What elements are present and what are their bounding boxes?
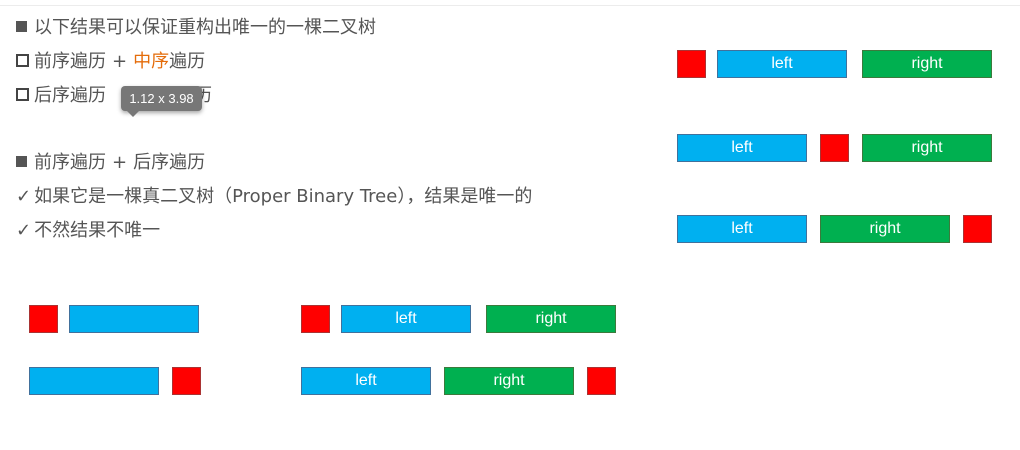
right-subtree-block: right [444,367,574,395]
right-subtree-block: right [862,134,992,162]
right-subtree-block: right [486,305,616,333]
hollow-square-bullet-icon [16,88,29,101]
heading-text: 以下结果可以保证重构出唯一的一棵二叉树 [34,17,376,38]
left-subtree-block: left [717,50,847,78]
plus-sign: + [112,152,128,173]
left-subtree-block: left [677,215,807,243]
left-subtree-block: left [677,134,807,162]
top-divider [0,5,1020,6]
pre-in-line: 前序遍历 +中序遍历 [16,50,205,74]
root-block [820,134,849,162]
subtree-block [69,305,199,333]
root-block [963,215,992,243]
right-subtree-block: right [820,215,950,243]
traversal-label: 遍历 [169,51,206,72]
hollow-square-bullet-icon [16,54,29,67]
right-subtree-block: right [862,50,992,78]
square-bullet-icon [16,156,27,167]
left-subtree-block: left [301,367,431,395]
postorder-label: 后序遍历 [34,85,106,106]
root-block [587,367,616,395]
preorder-label: 前序遍历 [34,152,106,173]
check-icon: ✓ [16,186,32,207]
check-icon: ✓ [16,220,32,241]
root-block [29,305,58,333]
plus-sign: + [112,51,128,72]
subtree-block [29,367,159,395]
proper-tree-line: ✓如果它是一棵真二叉树（Proper Binary Tree），结果是唯一的 [16,185,532,209]
preorder-label: 前序遍历 [34,51,106,72]
root-block [677,50,706,78]
not-unique-line: ✓不然结果不唯一 [16,219,160,243]
postorder-label: 后序遍历 [133,152,206,173]
not-unique-text: 不然结果不唯一 [34,220,161,241]
root-block [301,305,330,333]
tooltip-pointer [127,111,139,117]
left-subtree-block: left [341,305,471,333]
square-bullet-icon [16,21,27,32]
heading-line: 以下结果可以保证重构出唯一的一棵二叉树 [16,16,376,40]
proper-tree-text: 如果它是一棵真二叉树（Proper Binary Tree），结果是唯一的 [34,186,533,207]
size-tooltip: 1.12 x 3.98 [121,86,202,111]
pre-post-line: 前序遍历 +后序遍历 [16,151,205,175]
root-block [172,367,201,395]
inorder-highlight: 中序 [133,51,170,72]
